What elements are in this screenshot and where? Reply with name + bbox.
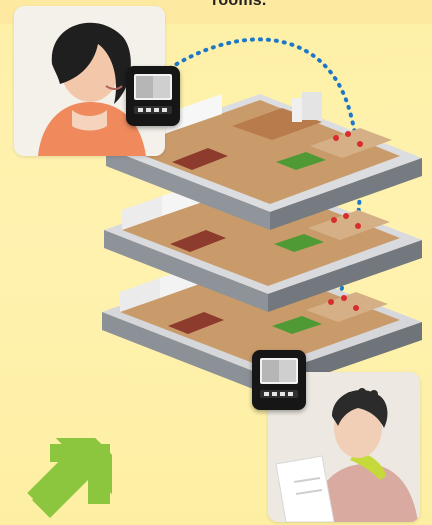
up-right-arrow-icon	[26, 438, 112, 525]
video-intercom-monitor-icon	[126, 66, 180, 126]
monitor-screen-top	[126, 66, 180, 126]
monitor-screen-bottom	[252, 350, 306, 410]
arrow-shape	[26, 438, 112, 525]
video-intercom-monitor-icon	[252, 350, 306, 410]
